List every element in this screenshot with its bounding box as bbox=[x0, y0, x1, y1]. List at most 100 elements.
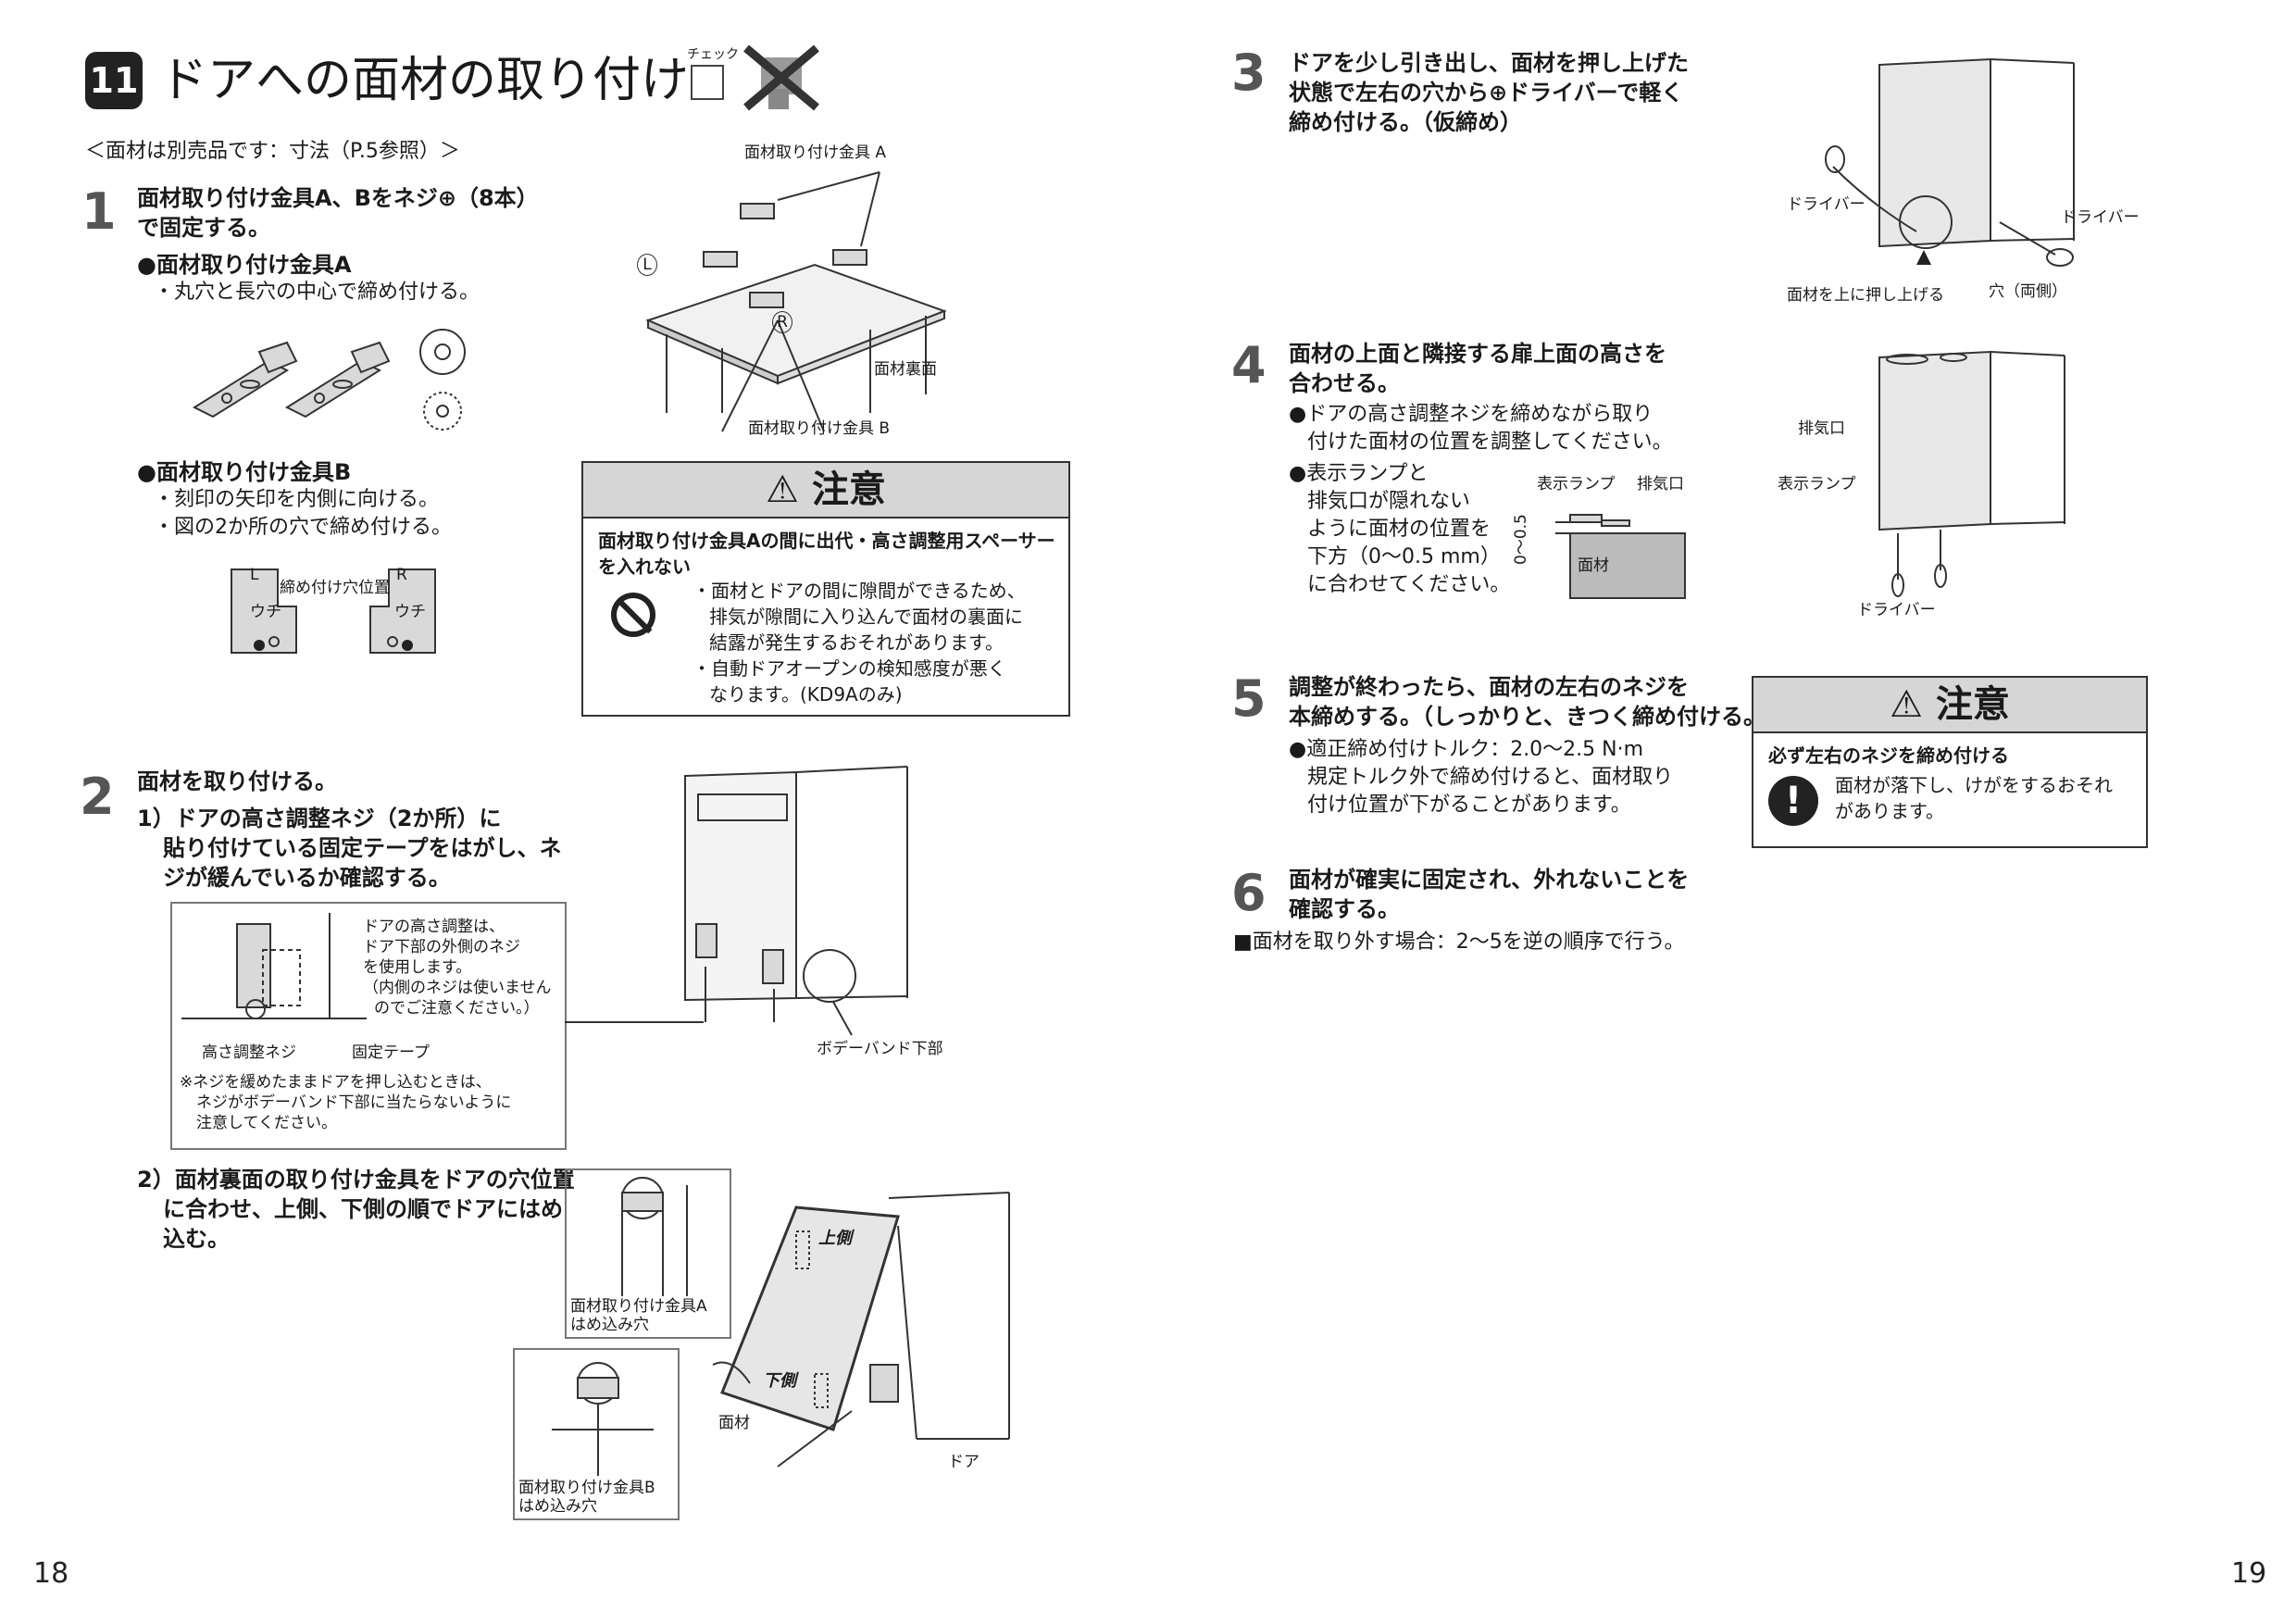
step-4-b1-2: 付けた面材の位置を調整してください。 bbox=[1307, 431, 1673, 454]
step-4-b2-2: 排気口が隠れない bbox=[1307, 490, 1471, 513]
section-badge: 11 bbox=[85, 52, 143, 109]
step-5-b2: 規定トルク外で締め付けると、面材取り bbox=[1307, 766, 1674, 789]
dimension-label: 0〜0.5 bbox=[1512, 514, 1530, 565]
step-3-line3: 締め付ける。（仮締め） bbox=[1289, 109, 1522, 135]
box-tape-label: 固定テープ bbox=[352, 1043, 430, 1062]
step-2-number: 2 bbox=[80, 768, 115, 826]
box-note-3: 注意してください。 bbox=[196, 1114, 337, 1132]
panel-back-illustration bbox=[645, 171, 947, 432]
note-dimensions: ＜面材は別売品です：寸法（P.5参照）＞ bbox=[85, 140, 460, 163]
step-5-line2: 本締めする。（しっかりと、きつく締め付ける。） bbox=[1289, 704, 1778, 730]
step-1-line2: で固定する。 bbox=[137, 215, 270, 241]
step-4-illustration bbox=[1878, 350, 2065, 597]
hole-a-box: 面材取り付け金具A はめ込み穴 bbox=[565, 1168, 731, 1339]
step-2-s1-line3: ジが緩んでいるか確認する。 bbox=[163, 865, 451, 891]
box-note-1: ※ネジを緩めたままドアを押し込むときは、 bbox=[180, 1073, 492, 1092]
page-number-left: 18 bbox=[33, 1557, 69, 1590]
fig-bracket-a-label: 面材取り付け金具 A bbox=[744, 144, 887, 162]
caution-1-b1-2: 排気が隙間に入り込んで面材の裏面に bbox=[709, 606, 1023, 628]
bracket-b-title: ●面材取り付け金具B bbox=[137, 459, 352, 485]
step-1-number: 1 bbox=[81, 182, 117, 241]
holes-label: 穴（両側） bbox=[1989, 282, 2067, 301]
upper-side-label: 上側 bbox=[818, 1229, 852, 1248]
step-4-line1: 面材の上面と隣接する扉上面の高さを bbox=[1289, 341, 1666, 367]
step-4-number: 4 bbox=[1231, 336, 1267, 394]
body-band-label: ボデーバンド下部 bbox=[817, 1040, 943, 1058]
hole-b-label-2: はめ込み穴 bbox=[518, 1497, 597, 1516]
step-6-note: ■面材を取り外す場合：2〜5を逆の順序で行う。 bbox=[1233, 931, 1685, 954]
step-6-number: 6 bbox=[1231, 864, 1267, 922]
hole-a-label-2: はめ込み穴 bbox=[570, 1316, 649, 1334]
page-number-right: 19 bbox=[2231, 1557, 2267, 1590]
step-2-s1-line1: 1）ドアの高さ調整ネジ（2か所）に bbox=[137, 806, 502, 831]
step-4-line2: 合わせる。 bbox=[1289, 370, 1400, 396]
step-2-s1-line2: 貼り付けている固定テープをはがし、ネ bbox=[163, 835, 562, 861]
exhaust-label-2: 排気口 bbox=[1798, 419, 1845, 438]
door-label: ドア bbox=[948, 1453, 980, 1471]
box-text-4: （内側のネジは使いません bbox=[363, 979, 552, 997]
box-note-2: ネジがボデーバンド下部に当たらないように bbox=[196, 1093, 512, 1112]
exhaust-label: 排気口 bbox=[1637, 475, 1684, 493]
lamp-label: 表示ランプ bbox=[1537, 475, 1616, 493]
caution-1-head: ⚠ 注意 bbox=[583, 463, 1068, 518]
fig-l-mark: L bbox=[250, 566, 259, 584]
bracket-b-illustration bbox=[231, 568, 436, 654]
hole-b-label-1: 面材取り付け金具B bbox=[518, 1479, 655, 1497]
caution-box-1: ⚠ 注意 面材取り付け金具Aの間に出代・高さ調整用スペーサー を入れない ・面材… bbox=[581, 461, 1070, 717]
driver-left-label: ドライバー bbox=[1787, 195, 1866, 214]
panel-label: 面材 bbox=[718, 1414, 750, 1432]
mandatory-icon: ! bbox=[1768, 776, 1818, 826]
lamp-label-2: 表示ランプ bbox=[1778, 475, 1856, 493]
step-4-b2-5: に合わせてください。 bbox=[1307, 573, 1511, 596]
fig-uchi-right: ウチ bbox=[394, 603, 426, 621]
bracket-b-text1: ・刻印の矢印を内側に向ける。 bbox=[154, 488, 440, 511]
step-3-illustration bbox=[1825, 57, 2075, 267]
fig-bracket-b-label: 面材取り付け金具 B bbox=[748, 419, 891, 438]
box-text-5: のでご注意ください。） bbox=[374, 999, 540, 1018]
step-5-b3: 付け位置が下がることがあります。 bbox=[1307, 793, 1631, 817]
circle-l-mark: L bbox=[637, 254, 657, 276]
step-5-line1: 調整が終わったら、面材の左右のネジを bbox=[1289, 674, 1689, 700]
box-text-3: を使用します。 bbox=[363, 958, 472, 977]
panel-detail-label: 面材 bbox=[1578, 556, 1609, 575]
box-text-2: ドア下部の外側のネジ bbox=[363, 938, 520, 956]
fig-uchi-left: ウチ bbox=[250, 603, 281, 621]
step-1-line1: 面材取り付け金具A、Bをネジ⊕（8本） bbox=[137, 185, 539, 211]
caution-1-b2-1: ・自動ドアオープンの検知感度が悪く bbox=[693, 657, 1006, 680]
step-4-b2-1: ●表示ランプと bbox=[1289, 462, 1429, 485]
circle-r-mark: R bbox=[772, 311, 792, 333]
bracket-a-text: ・丸穴と長穴の中心で締め付ける。 bbox=[154, 281, 480, 304]
step-5-b1: ●適正締め付けトルク：2.0〜2.5 N·m bbox=[1289, 738, 1644, 761]
height-screw-illustration bbox=[181, 913, 367, 1019]
step-4-b2-3: ように面材の位置を bbox=[1307, 518, 1491, 541]
dishwasher-front-illustration bbox=[565, 766, 908, 1036]
step-3-number: 3 bbox=[1231, 44, 1267, 102]
hole-a-illustration bbox=[621, 1177, 688, 1296]
warning-triangle-icon: ⚠ bbox=[1890, 683, 1923, 726]
caution-2-text1: 面材が落下し、けがをするおそれ bbox=[1835, 774, 2113, 796]
lower-side-label: 下側 bbox=[763, 1371, 796, 1391]
panel-install-illustration bbox=[712, 1192, 1010, 1468]
step-2-title: 面材を取り付ける。 bbox=[137, 768, 337, 794]
hole-b-box: 面材取り付け金具B はめ込み穴 bbox=[513, 1348, 680, 1520]
box-screw-label: 高さ調整ネジ bbox=[202, 1043, 296, 1062]
step-3-line2: 状態で左右の穴から⊕ドライバーで軽く bbox=[1289, 80, 1684, 106]
box-text-1: ドアの高さ調整は、 bbox=[363, 918, 505, 936]
height-detail-illustration bbox=[1555, 514, 1686, 599]
prohibited-icon bbox=[611, 593, 655, 637]
caution-1-bold1: 面材取り付け金具Aの間に出代・高さ調整用スペーサー bbox=[598, 530, 1055, 552]
driver-right-label: ドライバー bbox=[2061, 208, 2140, 227]
caution-1-bold2: を入れない bbox=[598, 556, 691, 578]
fig-r-mark: R bbox=[396, 566, 407, 584]
step-5-number: 5 bbox=[1231, 669, 1267, 728]
caution-2-head: ⚠ 注意 bbox=[1753, 678, 2146, 733]
hole-a-label-1: 面材取り付け金具A bbox=[570, 1297, 707, 1316]
no-drill-icon bbox=[743, 44, 819, 111]
bracket-b-text2: ・図の2か所の穴で締め付ける。 bbox=[154, 516, 452, 539]
caution-2-text2: があります。 bbox=[1835, 800, 1944, 822]
check-box-icon bbox=[691, 65, 724, 100]
step-4-b1-1: ●ドアの高さ調整ネジを締めながら取り bbox=[1289, 403, 1653, 426]
hole-b-illustration bbox=[552, 1362, 654, 1476]
check-label: チェック bbox=[687, 47, 739, 62]
warning-triangle-icon: ⚠ bbox=[766, 468, 799, 511]
